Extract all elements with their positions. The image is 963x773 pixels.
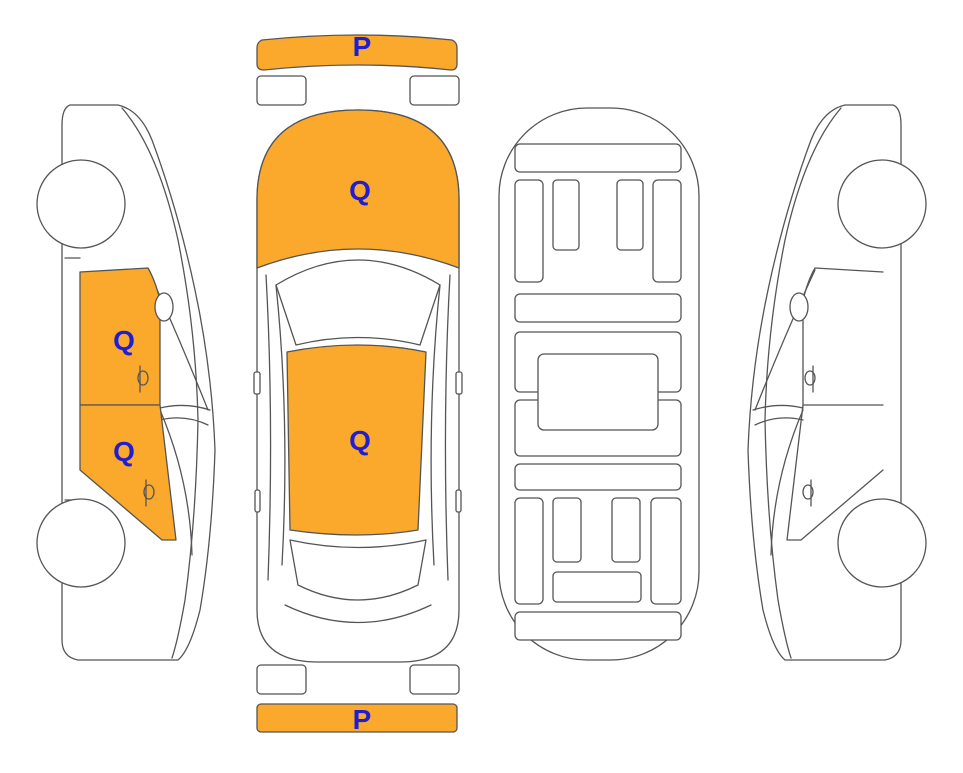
hood-label: Q — [349, 175, 371, 206]
left-front-door-handle — [137, 365, 149, 393]
left-front-wheel — [36, 159, 126, 249]
left-rear-door-handle — [143, 479, 155, 507]
underbody-rear-right-rail — [650, 497, 682, 605]
roof-panel[interactable] — [286, 344, 427, 536]
underbody-center-panel — [537, 353, 659, 431]
left-side-mirror — [154, 292, 174, 322]
left-side-roofline — [121, 107, 199, 659]
right-side-view — [747, 104, 927, 661]
right-side-beltline — [752, 404, 804, 426]
trunk-line — [284, 604, 432, 624]
top-right-handle — [455, 489, 462, 513]
left-rear-wheel — [36, 498, 126, 588]
rear-right-light — [409, 664, 460, 695]
underbody-rear-left-rail — [514, 497, 544, 605]
front-bumper-panel[interactable] — [256, 34, 458, 71]
underbody-rear-crossmember — [514, 611, 682, 641]
underbody-rear-left-box — [552, 497, 582, 563]
front-left-light — [256, 75, 307, 106]
right-side-mirror — [789, 292, 809, 322]
top-view: P Q Q P — [253, 31, 463, 735]
front-right-light — [409, 75, 460, 106]
left-rear-door-panel[interactable] — [79, 404, 177, 541]
front-bumper-label: P — [353, 31, 372, 62]
underbody-front-right-box — [616, 179, 644, 251]
roof-label: Q — [349, 425, 371, 456]
right-rear-wheel — [837, 498, 927, 588]
rear-left-light — [256, 664, 307, 695]
underbody-rear-right-box — [611, 497, 641, 563]
underbody-front-crossmember — [514, 143, 682, 173]
right-front-door-handle — [804, 365, 816, 393]
right-side-rear-window — [770, 409, 804, 556]
underbody-view — [498, 107, 700, 661]
right-front-wheel — [837, 159, 927, 249]
underbody-mid-bar-1 — [514, 293, 682, 323]
hood-panel[interactable] — [256, 109, 460, 269]
underbody-mid-bar-2 — [514, 463, 682, 491]
top-left-mirror — [253, 371, 261, 395]
underbody-front-right-rail — [652, 179, 682, 283]
windshield — [275, 259, 441, 346]
left-front-door-label: Q — [113, 325, 135, 356]
right-side-windshield — [754, 269, 816, 411]
right-side-glass-line — [444, 274, 451, 581]
rear-bumper-label: P — [353, 704, 372, 735]
rear-bumper-panel[interactable] — [256, 703, 458, 733]
rear-window — [289, 539, 427, 601]
underbody-front-left-box — [552, 179, 580, 251]
right-rear-door-handle — [802, 479, 814, 507]
left-side-beltline — [159, 404, 211, 426]
left-side-view: Q Q — [36, 104, 216, 661]
right-side-rear-door — [786, 404, 884, 541]
underbody-rear-box — [552, 571, 642, 603]
left-inner-line — [275, 284, 286, 566]
right-inner-line — [430, 284, 441, 566]
top-left-handle — [254, 489, 261, 513]
top-right-mirror — [455, 371, 463, 395]
left-side-rear-window — [159, 409, 193, 556]
left-rear-door-label: Q — [113, 436, 135, 467]
left-side-glass-line — [265, 274, 272, 581]
underbody-front-left-rail — [514, 179, 544, 283]
right-side-roofline — [764, 107, 842, 659]
